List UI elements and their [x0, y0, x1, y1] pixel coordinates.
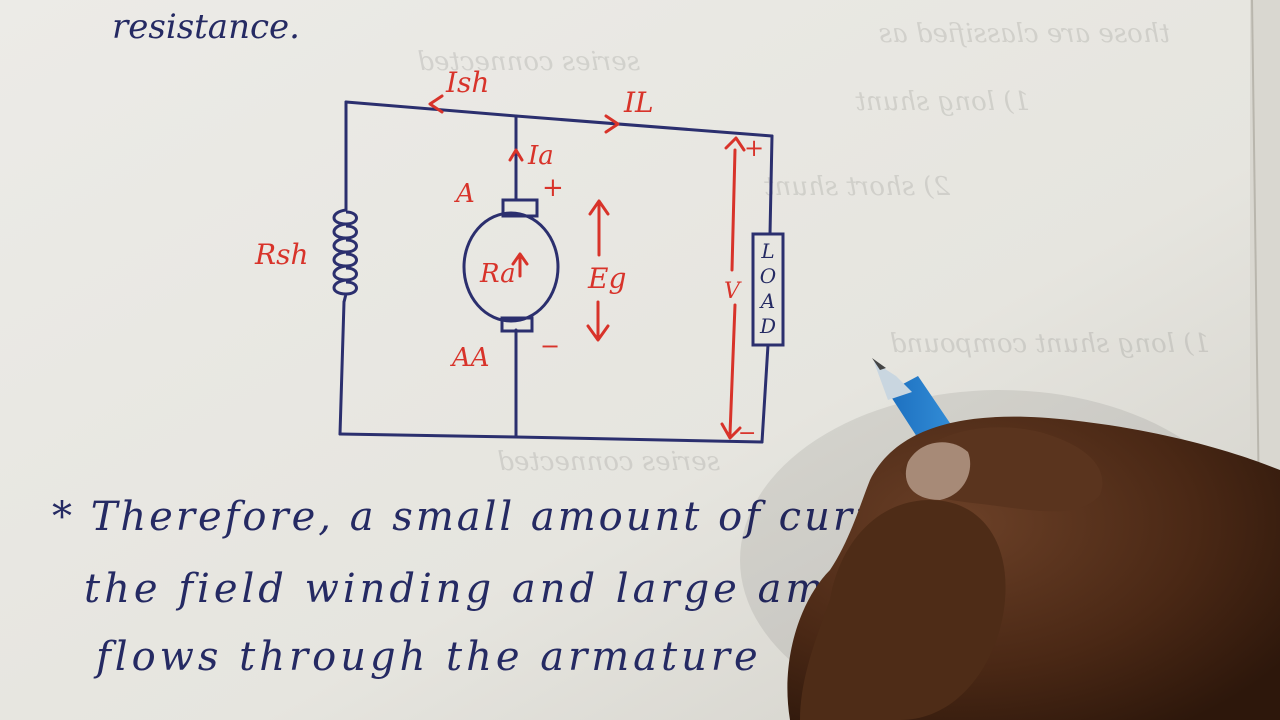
load-box: [751, 232, 785, 347]
label-minus: −: [540, 332, 560, 360]
wire-right-upper: [768, 134, 774, 236]
label-a-terminal: A: [454, 179, 475, 209]
label-aa-terminal: AA: [450, 343, 490, 373]
ia-arrow-icon: [508, 148, 524, 162]
il-arrow-icon: [604, 114, 620, 134]
load-letter-d: D: [759, 314, 776, 338]
eg-arrow-up-icon: [588, 199, 610, 257]
circuit-labels: Ish IL Ia A + Rsh Ra Eg V + AA − −: [254, 66, 764, 446]
armature: [462, 198, 560, 333]
ish-arrow-icon: [428, 94, 444, 114]
ghost-line-3: 1) long shunt: [855, 87, 1030, 117]
ghost-line-4: 2) short shunt: [764, 172, 951, 202]
hand: [787, 416, 1280, 720]
armature-brush-top: [501, 198, 539, 218]
top-word: resistance.: [112, 7, 300, 47]
paragraph-line-3: flows through the armature: [93, 634, 762, 680]
thumbnail: [905, 442, 971, 500]
wire-left: [338, 100, 348, 436]
pen-nib: [872, 358, 886, 370]
label-load-plus: +: [744, 134, 764, 162]
ghost-line-1: those are classified as: [879, 19, 1170, 49]
label-rsh: Rsh: [254, 238, 308, 271]
ghost-line-2: series connected: [417, 47, 640, 77]
v-arrow-icon: [720, 136, 746, 440]
armature-circle: [462, 211, 560, 323]
label-v: V: [724, 279, 742, 304]
shunt-field-coil: [332, 208, 358, 303]
ghost-line-5: 1) long shunt compound: [890, 329, 1210, 359]
label-il: IL: [623, 86, 654, 119]
ghost-line-6: series connected: [497, 447, 720, 477]
label-ra: Ra: [479, 259, 516, 289]
handwritten-paragraph: * Therefore, a small amount of curr the …: [52, 494, 877, 680]
red-arrows: [428, 94, 746, 440]
ra-arrow-icon: [511, 252, 529, 278]
load-letter-a: A: [759, 289, 775, 313]
circuit-wires: [338, 100, 774, 444]
label-plus-top: +: [542, 173, 564, 203]
ghost-text: those are classified as series connected…: [417, 19, 1210, 477]
load-letter-l: L: [760, 239, 774, 263]
label-load-minus: −: [738, 421, 756, 446]
paragraph-line-1: * Therefore, a small amount of curr: [52, 494, 877, 540]
armature-brush-bottom: [500, 316, 534, 333]
load-letters: L O A D: [759, 239, 776, 338]
index-finger: [800, 500, 1006, 720]
label-eg: Eg: [587, 262, 626, 295]
pen-tip-cone: [874, 362, 912, 400]
eg-arrow-down-icon: [586, 300, 610, 342]
label-ish: Ish: [445, 66, 489, 99]
wire-right-lower: [760, 343, 770, 444]
paragraph-line-2: the field winding and large am: [84, 566, 827, 612]
label-ia: Ia: [527, 141, 554, 171]
load-letter-o: O: [760, 264, 776, 288]
